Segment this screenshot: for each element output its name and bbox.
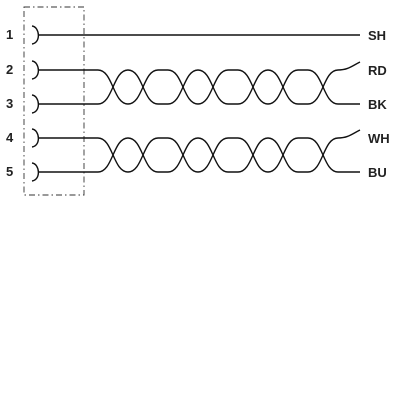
socket-contact-3 bbox=[31, 94, 40, 114]
wire-rd bbox=[38, 69, 360, 105]
wire-label-sh: SH bbox=[368, 28, 386, 43]
socket-contact-2 bbox=[31, 60, 40, 80]
pin-number-4: 4 bbox=[6, 130, 14, 145]
pin-number-2: 2 bbox=[6, 62, 13, 77]
wire-label-wh: WH bbox=[368, 131, 390, 146]
wire-label-bu: BU bbox=[368, 165, 387, 180]
socket-contact-4 bbox=[31, 128, 40, 148]
wire-label-bk: BK bbox=[368, 97, 387, 112]
wire-bk bbox=[38, 61, 361, 105]
wire-bu bbox=[38, 129, 361, 173]
socket-contact-1 bbox=[31, 25, 40, 45]
pin-number-3: 3 bbox=[6, 96, 13, 111]
wire-label-rd: RD bbox=[368, 63, 387, 78]
wire-wh bbox=[38, 137, 360, 173]
socket-contact-5 bbox=[31, 162, 40, 182]
pin-number-5: 5 bbox=[6, 164, 13, 179]
pin-number-1: 1 bbox=[6, 27, 13, 42]
connector-housing bbox=[23, 6, 85, 196]
